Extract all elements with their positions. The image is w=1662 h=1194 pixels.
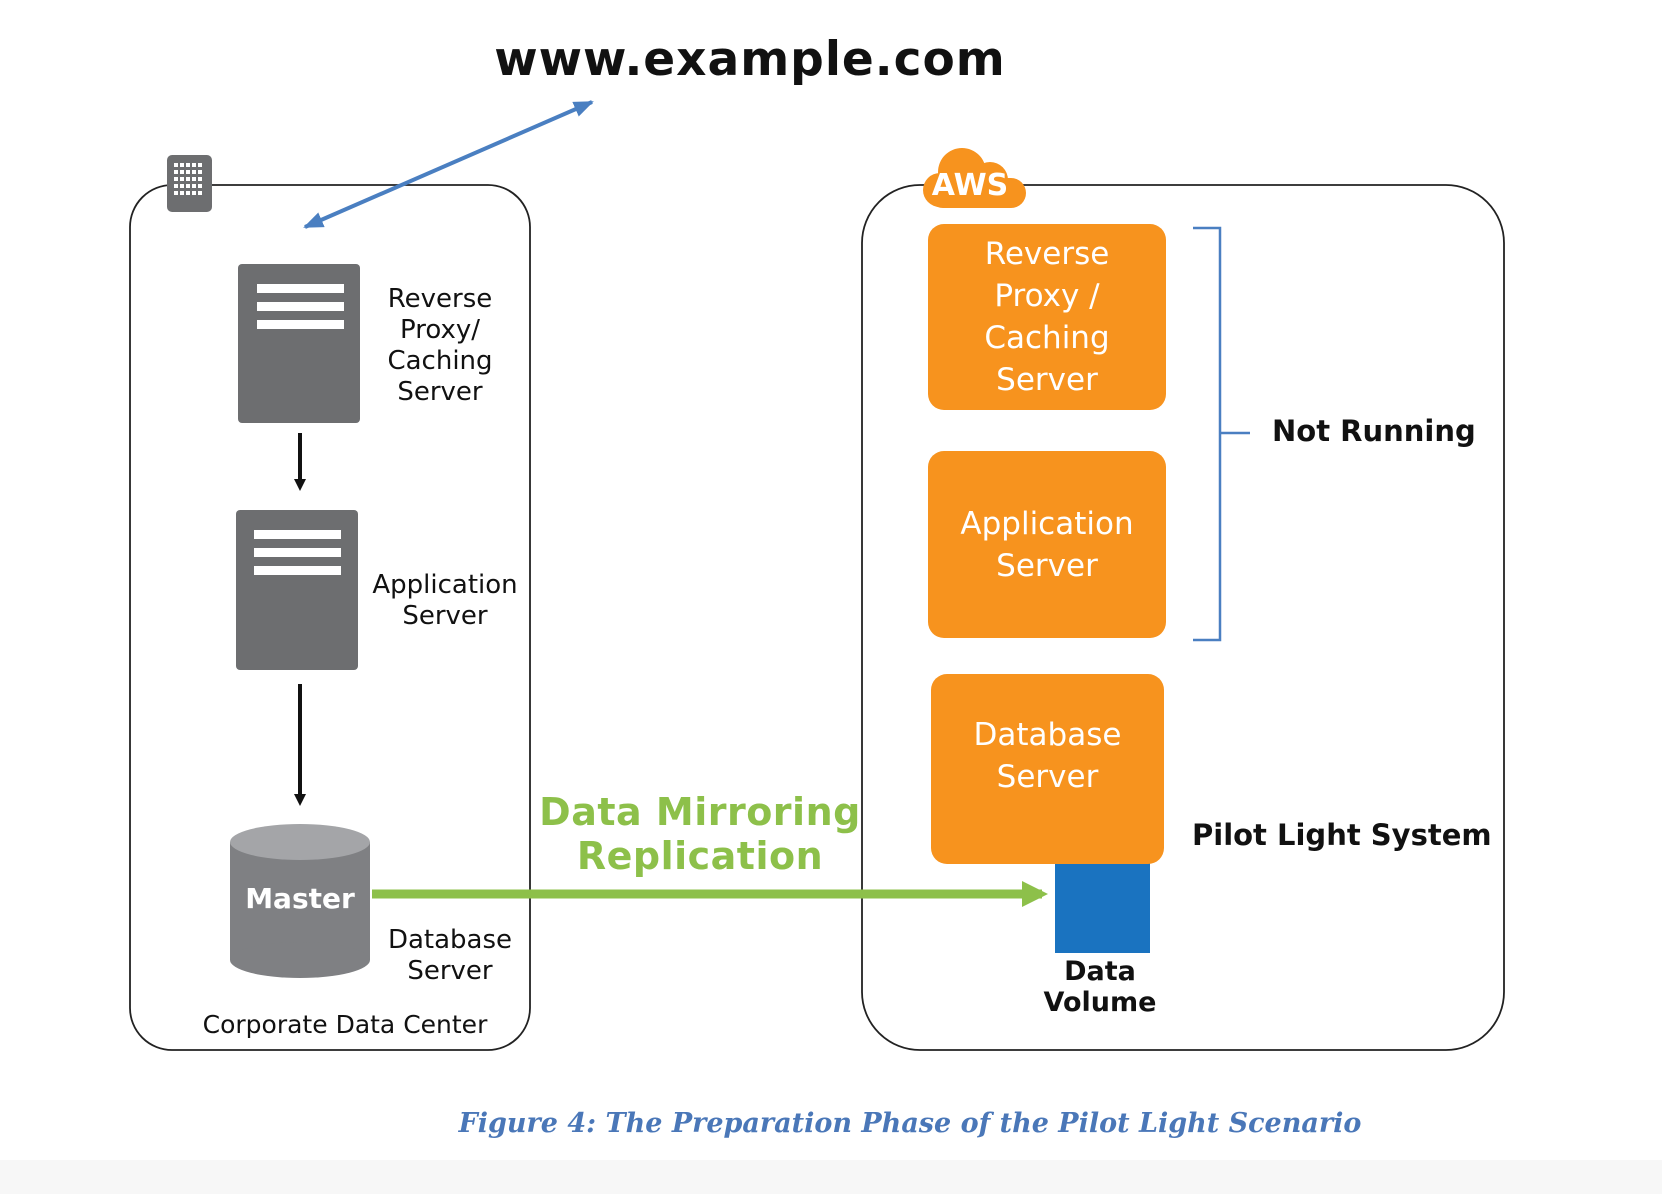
url-title: www.example.com: [494, 32, 1006, 87]
database-server-label: Database Server: [387, 925, 513, 986]
reverse-proxy-label: Reverse Proxy/ Caching Server: [387, 284, 493, 407]
master-label: Master: [245, 882, 355, 915]
app-server-label: Application Server: [372, 570, 518, 631]
server-icon: [236, 510, 358, 670]
building-icon: [167, 155, 212, 212]
database-cylinder-icon: [230, 824, 370, 978]
internet-link-arrow: [303, 100, 594, 229]
aws-badge-label: AWS: [931, 168, 1009, 203]
not-running-bracket: [1193, 226, 1250, 642]
pilot-light-label: Pilot Light System: [1192, 818, 1492, 852]
not-running-label: Not Running: [1272, 414, 1476, 448]
corporate-data-center-label: Corporate Data Center: [202, 1010, 488, 1039]
data-volume-label: Data Volume: [1043, 956, 1157, 1018]
aws-app-server-box: Application Server: [928, 451, 1166, 638]
aws-db-server-box: Database Server: [931, 674, 1164, 864]
aws-reverse-proxy-box: Reverse Proxy / Caching Server: [928, 224, 1166, 410]
server-icon: [238, 264, 360, 423]
replication-label: Data Mirroring Replication: [539, 790, 861, 878]
aws-region-box: [861, 184, 1505, 1051]
aws-cloud-icon: [923, 148, 1026, 208]
figure-caption: Figure 4: The Preparation Phase of the P…: [458, 1108, 1362, 1139]
footer-bar: [0, 1160, 1662, 1194]
